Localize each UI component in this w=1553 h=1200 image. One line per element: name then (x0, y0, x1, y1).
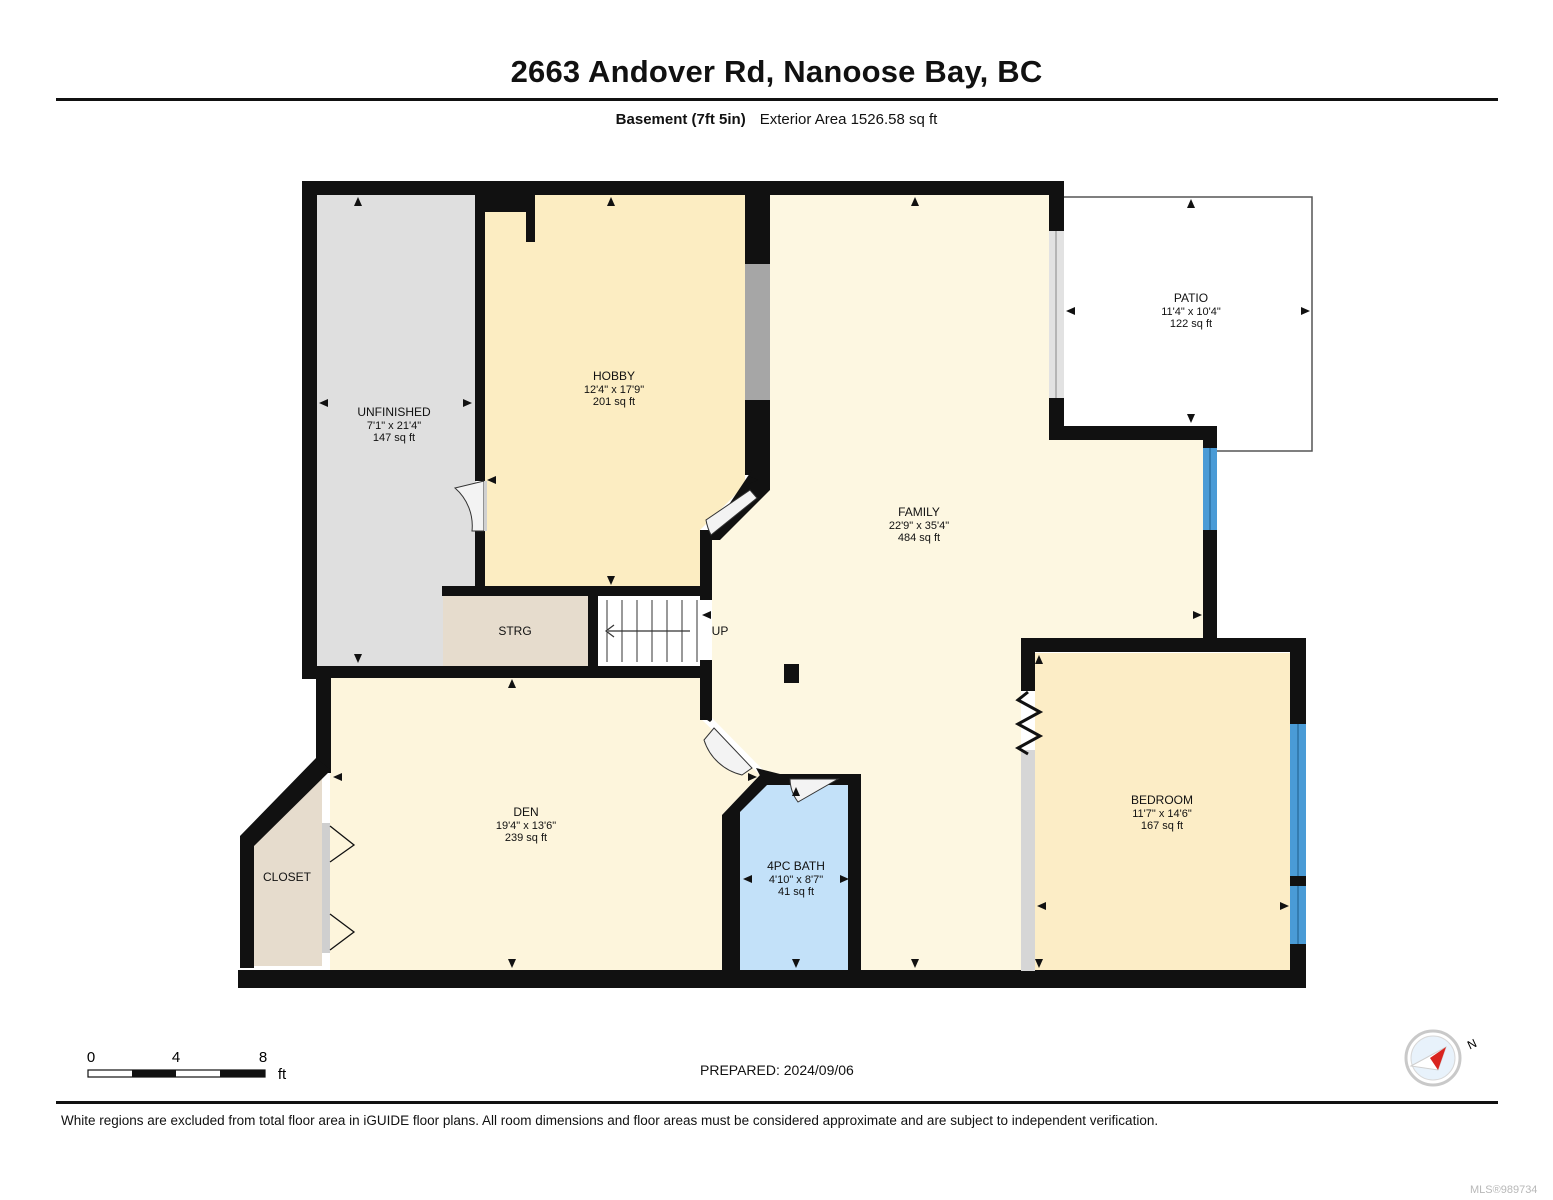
storage-name: STRG (498, 624, 531, 638)
dimension-arrows (319, 197, 1310, 968)
scale-unit: ft (278, 1066, 287, 1083)
patio-name: PATIO (1174, 291, 1208, 305)
den-name: DEN (513, 805, 538, 819)
closet-name: CLOSET (263, 870, 312, 884)
bedroom-name: BEDROOM (1131, 793, 1193, 807)
unfinished-area: 147 sq ft (373, 432, 415, 444)
page-title: 2663 Andover Rd, Nanoose Bay, BC (510, 54, 1043, 89)
den-area: 239 sq ft (505, 832, 547, 844)
den-room (330, 677, 760, 971)
bath-name: 4PC BATH (767, 859, 825, 873)
bedroom-divider-zigzag (1014, 690, 1044, 756)
floor-name: Basement (7ft 5in) (615, 111, 746, 128)
scale-tick-8: 8 (259, 1049, 267, 1066)
closet-door-frame (322, 823, 330, 953)
prepared-date: PREPARED: 2024/09/06 (700, 1062, 854, 1078)
scale-tick-4: 4 (172, 1049, 180, 1066)
stairs-label: UP (712, 624, 729, 638)
hobby-room (484, 194, 745, 588)
exterior-area: Exterior Area 1526.58 sq ft (759, 111, 938, 128)
patio-outline (1063, 196, 1313, 452)
family-dims: 22'9" x 35'4" (889, 520, 949, 532)
bedroom-room (1035, 653, 1290, 971)
hobby-name: HOBBY (593, 369, 635, 383)
unfinished-name: UNFINISHED (357, 405, 431, 419)
walls (238, 181, 1306, 988)
compass-icon: N (1404, 1029, 1479, 1087)
bedroom-area: 167 sq ft (1141, 820, 1183, 832)
family-area: 484 sq ft (898, 532, 940, 544)
bedroom-partition (1021, 750, 1035, 971)
mls-watermark: MLS®989734 (1470, 1184, 1538, 1196)
family-room (712, 194, 1203, 971)
compass-north-label: N (1465, 1036, 1479, 1052)
floor-subtitle: Basement (7ft 5in) Exterior Area 1526.58 … (0, 111, 1553, 128)
patio-dims: 11'4" x 10'4" (1161, 306, 1221, 318)
closet-room (251, 776, 322, 966)
bath-area: 41 sq ft (778, 886, 814, 898)
door-swings (329, 480, 840, 951)
hobby-area: 201 sq ft (593, 396, 635, 408)
storage-room (443, 596, 588, 666)
footer-divider (56, 1101, 1498, 1104)
unfinished-dims: 7'1" x 21'4" (367, 420, 421, 432)
hobby-dims: 12'4" x 17'9" (584, 384, 644, 396)
bath-room (740, 785, 848, 971)
family-name: FAMILY (898, 505, 940, 519)
hobby-partition (745, 264, 770, 400)
disclaimer-text: White regions are excluded from total fl… (61, 1113, 1159, 1128)
bedroom-dims: 11'7" x 14'6" (1132, 808, 1192, 820)
den-dims: 19'4" x 13'6" (496, 820, 556, 832)
title-divider (56, 98, 1498, 101)
scale-bar: 0 4 8 ft (87, 1049, 287, 1083)
patio-area: 122 sq ft (1170, 318, 1212, 330)
scale-tick-0: 0 (87, 1049, 95, 1066)
bath-dims: 4'10" x 8'7" (769, 874, 823, 886)
